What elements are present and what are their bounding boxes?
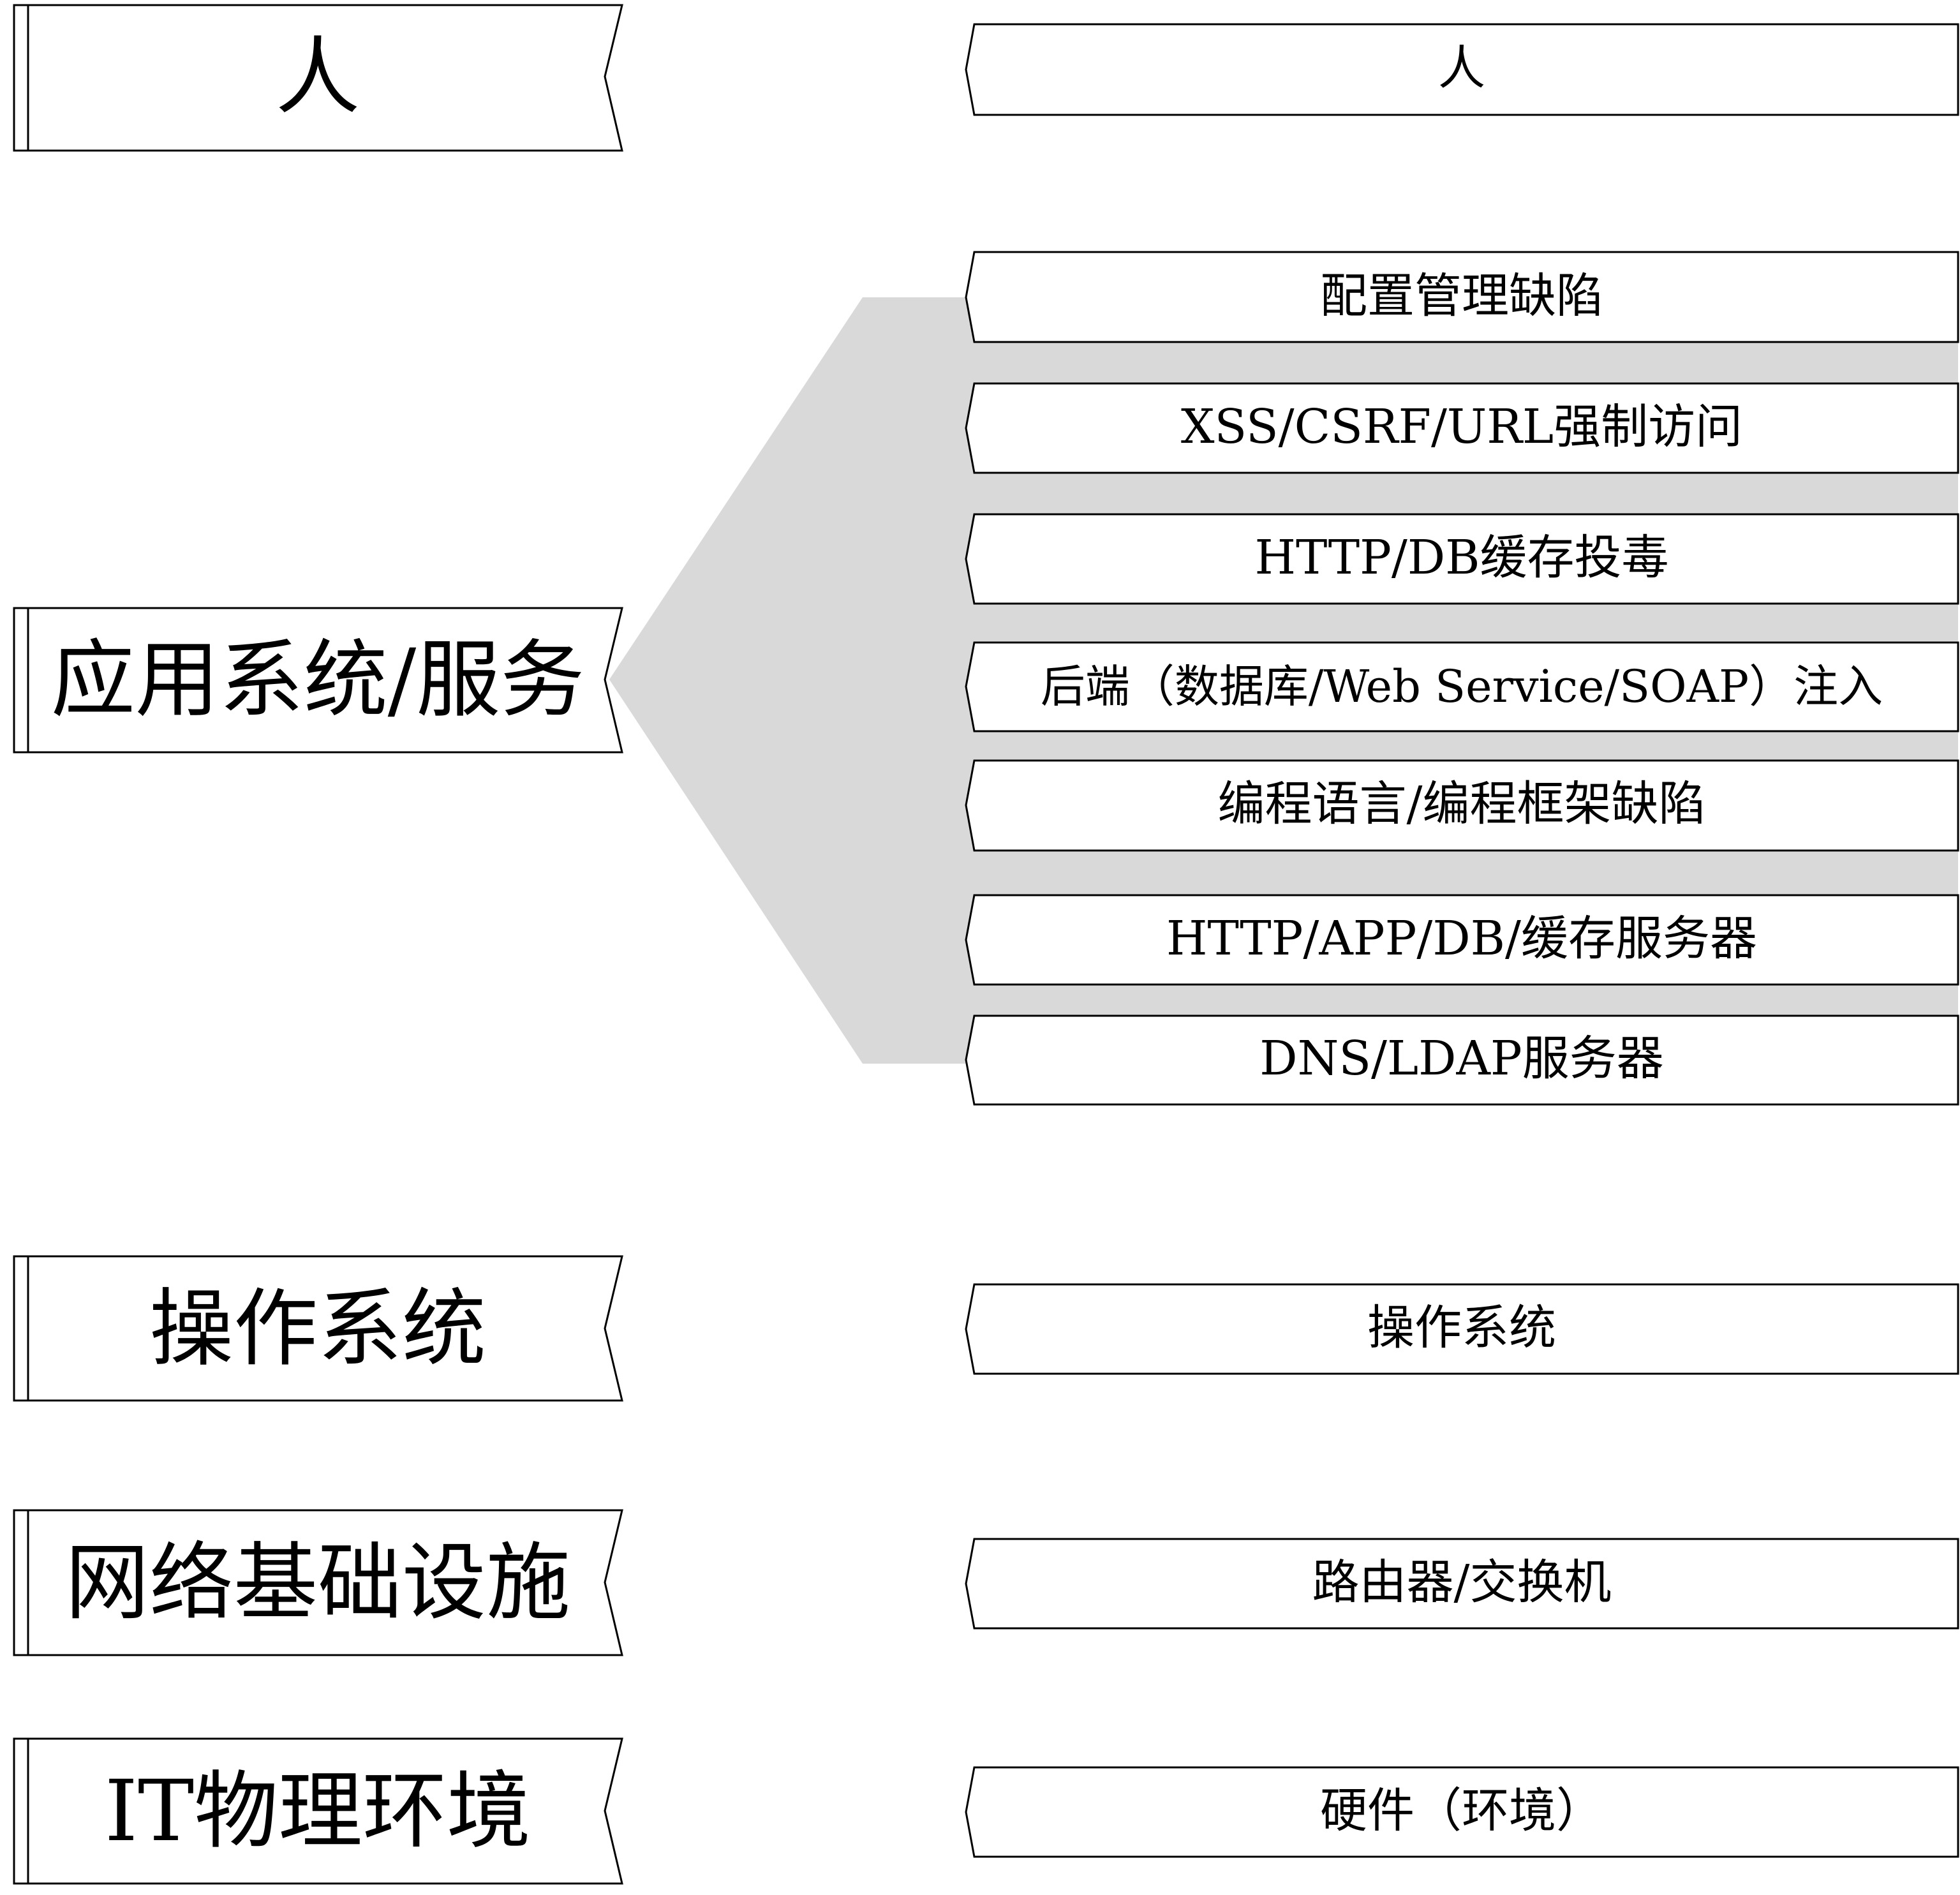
layer-label-app: 应用系统/服务 <box>51 631 584 729</box>
item-label-backend-injection: 后端（数据库/Web Service/SOAP）注入 <box>1041 660 1883 713</box>
item-label-person: 人 <box>1438 41 1485 96</box>
layer-banner-person: 人 <box>13 4 623 152</box>
item-box-xss-csrf: XSS/CSRF/URL强制访问 <box>965 382 1959 474</box>
item-box-router-switch: 路由器/交换机 <box>965 1538 1959 1630</box>
layer-banner-physical: IT物理环境 <box>13 1737 623 1885</box>
item-box-servers: HTTP/APP/DB/缓存服务器 <box>965 894 1959 986</box>
item-box-hardware: 硬件（环境） <box>965 1766 1959 1858</box>
item-box-dns-ldap: DNS/LDAP服务器 <box>965 1014 1959 1106</box>
item-box-person: 人 <box>965 23 1959 116</box>
item-label-cache-poison: HTTP/DB缓存投毒 <box>1254 530 1668 585</box>
layer-label-os: 操作系统 <box>149 1280 486 1378</box>
layer-label-network: 网络基础设施 <box>65 1534 570 1632</box>
item-label-os: 操作系统 <box>1367 1300 1556 1355</box>
item-label-xss-csrf: XSS/CSRF/URL强制访问 <box>1181 399 1742 454</box>
item-label-servers: HTTP/APP/DB/缓存服务器 <box>1166 911 1757 966</box>
item-box-cache-poison: HTTP/DB缓存投毒 <box>965 513 1959 605</box>
item-box-backend-injection: 后端（数据库/Web Service/SOAP）注入 <box>965 641 1959 732</box>
item-label-dns-ldap: DNS/LDAP服务器 <box>1259 1031 1663 1086</box>
layer-banner-app: 应用系统/服务 <box>13 607 623 754</box>
item-label-lang-framework: 编程语言/编程框架缺陷 <box>1218 777 1706 831</box>
item-label-config-defect: 配置管理缺陷 <box>1320 269 1603 323</box>
layer-label-person: 人 <box>276 28 360 126</box>
item-label-hardware: 硬件（环境） <box>1320 1783 1603 1838</box>
item-box-lang-framework: 编程语言/编程框架缺陷 <box>965 759 1959 852</box>
item-label-router-switch: 路由器/交换机 <box>1312 1555 1612 1610</box>
item-box-os: 操作系统 <box>965 1283 1959 1375</box>
item-box-config-defect: 配置管理缺陷 <box>965 251 1959 343</box>
layer-banner-network: 网络基础设施 <box>13 1509 623 1656</box>
layer-label-physical: IT物理环境 <box>105 1762 531 1861</box>
layer-banner-os: 操作系统 <box>13 1255 623 1402</box>
